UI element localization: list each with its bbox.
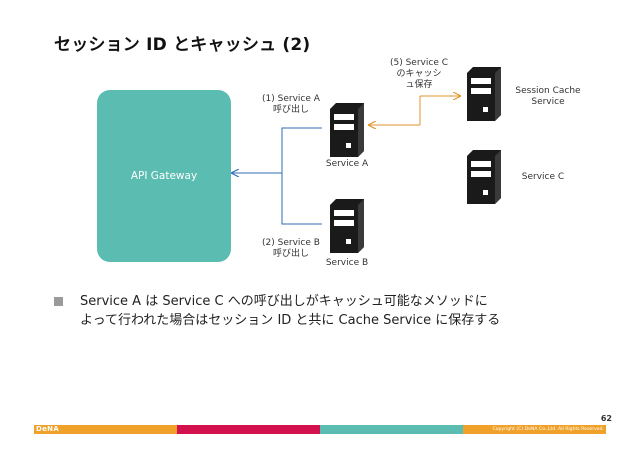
connector-service-a-session-cache bbox=[369, 96, 460, 125]
copyright-text: Copyright (C) DeNA Co.,Ltd. All Rights R… bbox=[492, 427, 604, 432]
api-gateway-box: API Gateway bbox=[97, 90, 231, 262]
bullet-text: Service A は Service C への呼び出しがキャッシュ可能なメソッ… bbox=[80, 294, 501, 328]
label-session-cache: Session Cache Service bbox=[515, 86, 581, 107]
label-cache-store: (5) Service C のキャッシ ュ保存 bbox=[389, 58, 449, 90]
server-icon-service-c bbox=[467, 150, 501, 204]
server-icon-service-b bbox=[330, 199, 364, 253]
server-icon-session-cache bbox=[467, 67, 501, 121]
connector-gateway-service-b bbox=[281, 173, 322, 225]
footer-color-bar bbox=[34, 425, 606, 434]
page-title: セッション ID とキャッシュ (2) bbox=[54, 35, 311, 55]
label-service-b: Service B bbox=[325, 258, 369, 268]
connector-gateway-service-a bbox=[281, 127, 322, 173]
label-call-service-b: (2) Service B 呼び出し bbox=[262, 238, 320, 259]
label-service-a: Service A bbox=[325, 159, 369, 169]
api-gateway-label: API Gateway bbox=[130, 170, 198, 182]
page-number: 62 bbox=[600, 414, 612, 423]
bullet-square-icon bbox=[54, 297, 63, 306]
label-call-service-a: (1) Service A 呼び出し bbox=[262, 94, 320, 115]
server-icon-service-a bbox=[330, 103, 364, 157]
dena-logo: DeNA bbox=[36, 425, 60, 433]
label-service-c: Service C bbox=[521, 172, 565, 182]
